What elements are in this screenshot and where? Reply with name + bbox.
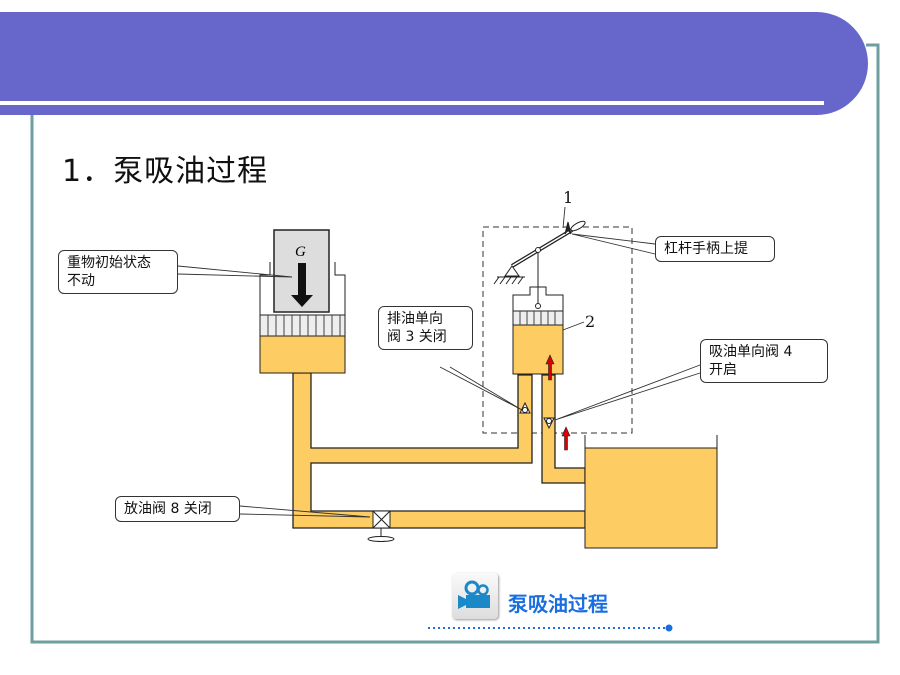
video-button[interactable] [452, 573, 498, 619]
part-number-1: 1 [563, 188, 574, 207]
video-camera-icon [458, 580, 490, 609]
flow-arrow-icon [545, 354, 571, 451]
page-title: 1．泵吸油过程 [62, 154, 269, 189]
callout-leaders [177, 206, 701, 518]
pump-dashed-box [482, 226, 633, 434]
part-number-2: 2 [585, 312, 596, 331]
dotted-underline [428, 624, 673, 632]
callout-suction-valve: 吸油单向阀 4 开启 [700, 339, 828, 383]
weight-cylinder [259, 229, 346, 374]
callout-drain-valve: 放油阀 8 关闭 [115, 496, 240, 522]
drain-valve-8 [367, 510, 395, 542]
slide-frame [30, 43, 880, 644]
check-valve-4 [543, 417, 555, 430]
down-arrow-icon [291, 263, 313, 307]
video-link[interactable]: 泵吸油过程 [508, 592, 608, 616]
header-band [0, 12, 868, 115]
weight-label: G [295, 244, 306, 260]
pipes [292, 372, 586, 529]
callout-weight: 重物初始状态 不动 [58, 250, 178, 294]
callout-discharge-valve: 排油单向 阀 3 关闭 [378, 306, 473, 350]
header-underline [0, 101, 824, 105]
check-valve-3 [519, 401, 531, 414]
pump-cylinder [512, 252, 564, 375]
lever-handle [493, 220, 586, 285]
oil-tank [584, 435, 718, 549]
callout-lever: 杠杆手柄上提 [655, 236, 775, 262]
up-arrow-icon [564, 221, 572, 235]
